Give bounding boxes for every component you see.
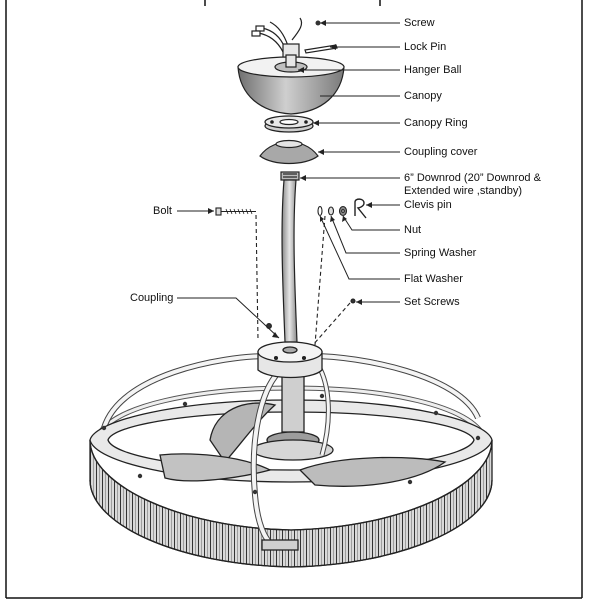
label-lock-pin: Lock Pin bbox=[404, 41, 447, 53]
label-bolt: Bolt bbox=[153, 205, 172, 217]
wires bbox=[251, 17, 303, 53]
downrod-part bbox=[280, 171, 300, 343]
screw-part bbox=[315, 20, 321, 26]
set-screws-part bbox=[266, 298, 356, 347]
leader-lines-right bbox=[298, 22, 400, 303]
page-frame bbox=[5, 0, 583, 599]
lock-pin-part bbox=[304, 44, 338, 54]
label-nut: Nut bbox=[404, 224, 422, 236]
canopy-ring-part bbox=[264, 115, 314, 133]
leader-lines-left bbox=[177, 210, 280, 339]
cage-assembly bbox=[89, 341, 493, 568]
label-canopy-ring: Canopy Ring bbox=[404, 117, 468, 129]
leader-arrows-left bbox=[208, 208, 279, 338]
bolt-part bbox=[215, 207, 259, 341]
label-set-screws: Set Screws bbox=[404, 296, 460, 308]
coupling-cover-part bbox=[259, 139, 319, 165]
label-spring-washer: Spring Washer bbox=[404, 247, 477, 259]
label-hanger-ball: Hanger Ball bbox=[404, 64, 462, 76]
leader-arrows-right bbox=[298, 20, 372, 305]
label-coupling-cover: Coupling cover bbox=[404, 146, 478, 158]
label-coupling: Coupling bbox=[130, 292, 174, 304]
label-downrod-line1: 6” Downrod (20” Downrod & bbox=[404, 172, 541, 184]
label-clevis-pin: Clevis pin bbox=[404, 199, 452, 211]
canopy-part bbox=[237, 54, 345, 115]
label-canopy: Canopy bbox=[404, 90, 442, 102]
washer-set bbox=[314, 198, 367, 346]
label-downrod-line2: Extended wire ,standby) bbox=[404, 185, 523, 197]
label-flat-washer: Flat Washer bbox=[404, 273, 463, 285]
label-screw: Screw bbox=[404, 17, 435, 29]
